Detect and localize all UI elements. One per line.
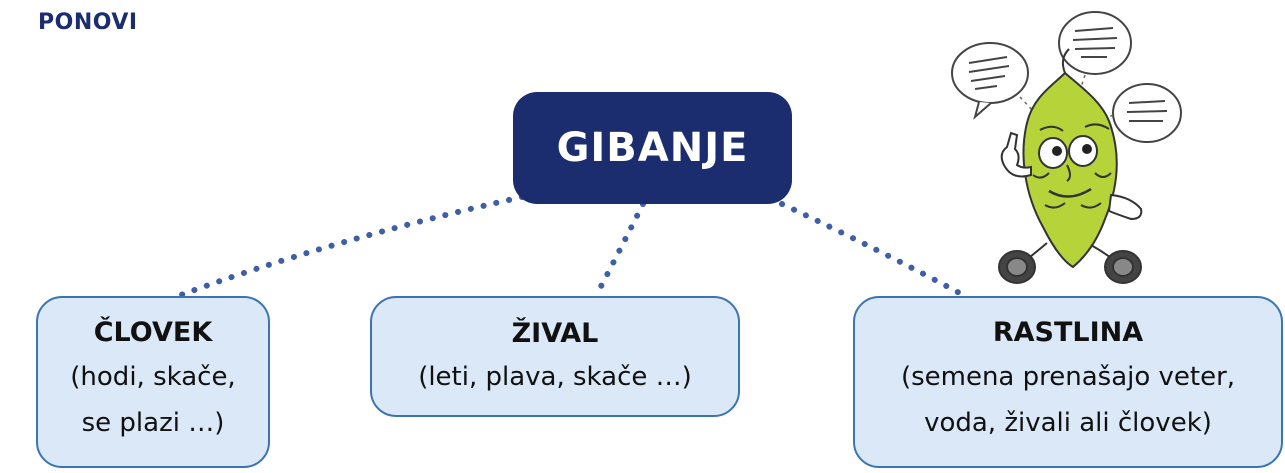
node-detail-line: voda, živali ali človek)	[924, 408, 1212, 438]
node-detail-line: (semena prenašajo veter,	[900, 362, 1236, 392]
node-detail-line: se plazi …)	[81, 408, 225, 438]
root-label: GIBANJE	[556, 125, 749, 171]
mascot-arm	[1000, 131, 1032, 178]
node-title: RASTLINA	[992, 317, 1144, 348]
node-title: ŽIVAL	[511, 318, 599, 349]
connector-to-zival	[593, 201, 646, 299]
speech-bubble-icon	[1112, 83, 1182, 143]
hop-cone-mascot-icon	[951, 11, 1182, 284]
connector-to-clovek	[175, 194, 525, 299]
mascot-body	[1022, 48, 1118, 268]
node-rastlina: RASTLINA (semena prenašajo veter, voda, …	[853, 296, 1283, 468]
node-clovek: ČLOVEK (hodi, skače, se plazi …)	[36, 296, 270, 468]
node-zival: ŽIVAL (leti, plava, skače …)	[370, 296, 740, 417]
mascot-eyes	[1038, 135, 1098, 169]
node-title: ČLOVEK	[93, 317, 213, 348]
speech-bubble-icon	[951, 42, 1029, 120]
root-node: GIBANJE	[513, 92, 792, 204]
node-detail-line: (leti, plava, skače …)	[418, 362, 692, 392]
connector-to-rastlina	[779, 201, 968, 299]
mascot-feet	[998, 242, 1142, 284]
speech-bubble-icon	[1058, 11, 1132, 75]
mascot-arm	[1107, 193, 1143, 221]
node-detail-line: (hodi, skače,	[70, 362, 236, 392]
page-heading: PONOVI	[38, 10, 138, 35]
